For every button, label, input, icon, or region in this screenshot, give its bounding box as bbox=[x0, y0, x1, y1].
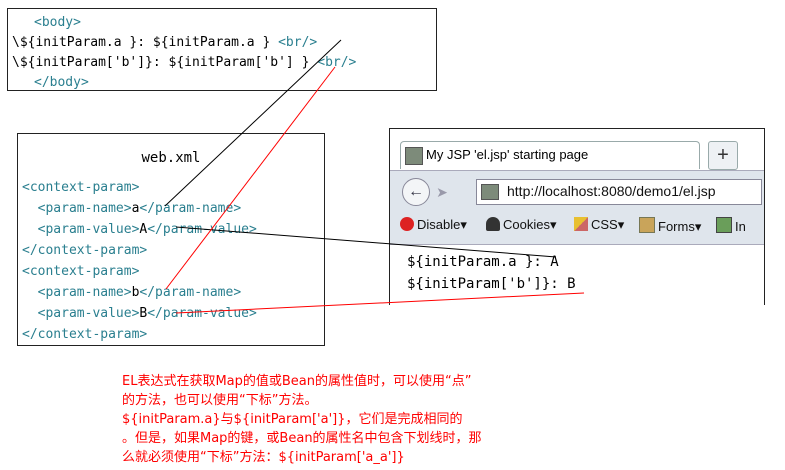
explanation-note: EL表达式在获取Map的值或Bean的属性值时，可以使用“点” 的方法，也可以使… bbox=[122, 372, 622, 467]
cookies-menu[interactable]: Cookies▾ bbox=[486, 217, 557, 233]
cookies-label: Cookies▾ bbox=[503, 217, 557, 232]
url-text: http://localhost:8080/demo1/el.jsp bbox=[507, 183, 716, 199]
xml-open-tag: <param-value> bbox=[22, 222, 140, 237]
note-line: EL表达式在获取Map的值或Bean的属性值时，可以使用“点” bbox=[122, 374, 472, 389]
xml-line: <param-name>b</param-name> bbox=[22, 283, 242, 303]
xml-value: A bbox=[139, 222, 148, 237]
connector-b-jsp-to-name bbox=[165, 66, 336, 290]
css-label: CSS▾ bbox=[591, 217, 625, 232]
xml-close-tag: </context-param> bbox=[22, 243, 148, 258]
xml-open-tag: <param-value> bbox=[22, 306, 140, 321]
forms-icon bbox=[639, 217, 655, 233]
xml-close-tag: </context-param> bbox=[22, 327, 148, 342]
jsp-expr-b: \${initParam['b']}: ${initParam['b'] } bbox=[12, 55, 310, 70]
xml-line: </context-param> bbox=[22, 325, 147, 345]
back-arrow-icon[interactable]: ← bbox=[402, 178, 430, 206]
note-line: 。但是，如果Map的键，或Bean的属性名中包含下划线时，那 bbox=[122, 431, 482, 446]
forms-label: Forms▾ bbox=[658, 219, 702, 234]
address-bar[interactable]: http://localhost:8080/demo1/el.jsp bbox=[476, 179, 762, 205]
xml-line: <context-param> bbox=[22, 262, 139, 282]
tab-title: My JSP 'el.jsp' starting page bbox=[426, 147, 589, 162]
xml-line: <context-param> bbox=[22, 178, 139, 198]
body-open-tag: <body> bbox=[34, 15, 81, 30]
jsp-code-box: <body> \${initParam.a }: ${initParam.a }… bbox=[7, 8, 437, 91]
jsp-line-a: \${initParam.a }: ${initParam.a } <br/> bbox=[12, 33, 317, 53]
new-tab-button[interactable]: + bbox=[708, 141, 738, 170]
xml-value: b bbox=[131, 285, 140, 300]
xml-open-tag: <context-param> bbox=[22, 264, 140, 279]
forms-menu[interactable]: Forms▾ bbox=[639, 217, 701, 235]
browser-window: My JSP 'el.jsp' starting page + ← ➤ http… bbox=[389, 128, 765, 305]
connector-b-value-to-output bbox=[175, 292, 585, 314]
xml-line: <param-value>B</param-value> bbox=[22, 304, 257, 324]
css-icon bbox=[574, 217, 588, 231]
web-xml-title: web.xml bbox=[141, 150, 201, 166]
br-tag: <br/> bbox=[317, 55, 357, 70]
xml-line: </context-param> bbox=[22, 241, 147, 261]
note-line: 的方法，也可以使用“下标”方法。 bbox=[122, 393, 318, 408]
cookies-icon bbox=[486, 217, 500, 231]
disable-label: Disable▾ bbox=[417, 217, 467, 232]
output-line-b: ${initParam['b']}: B bbox=[407, 276, 576, 292]
xml-line: <param-name>a</param-name> bbox=[22, 199, 242, 219]
xml-close-tag: </param-name> bbox=[139, 285, 242, 300]
navigation-bar: ← ➤ http://localhost:8080/demo1/el.jsp bbox=[390, 170, 764, 211]
tab-bar: My JSP 'el.jsp' starting page + bbox=[390, 129, 764, 170]
jsp-line-b: \${initParam['b']}: ${initParam['b'] } <… bbox=[12, 53, 356, 73]
images-label: In bbox=[735, 219, 746, 234]
xml-open-tag: <param-name> bbox=[22, 285, 132, 300]
body-close-tag: </body> bbox=[34, 75, 89, 90]
disable-icon bbox=[400, 217, 414, 231]
note-line: ${initParam.a}与${initParam['a']}，它们是完成相同… bbox=[122, 412, 463, 427]
xml-open-tag: <param-name> bbox=[22, 201, 132, 216]
forward-arrow-icon[interactable]: ➤ bbox=[436, 184, 448, 200]
xml-close-tag: </param-name> bbox=[139, 201, 242, 216]
web-xml-box: web.xml <context-param> <param-name>a</p… bbox=[17, 133, 325, 346]
site-icon bbox=[481, 184, 499, 200]
note-line: 么就必须使用“下标”方法：${initParam['a_a']} bbox=[122, 450, 405, 465]
xml-value: B bbox=[139, 306, 148, 321]
images-icon bbox=[716, 217, 732, 233]
browser-tab[interactable]: My JSP 'el.jsp' starting page bbox=[400, 141, 700, 169]
xml-open-tag: <context-param> bbox=[22, 180, 140, 195]
xml-value: a bbox=[131, 201, 140, 216]
page-favicon-icon bbox=[405, 147, 423, 165]
connector-a-value-to-output bbox=[175, 226, 557, 258]
page-content: ${initParam.a }: A ${initParam['b']}: B bbox=[390, 245, 764, 305]
jsp-expr-a: \${initParam.a }: ${initParam.a } bbox=[12, 35, 271, 50]
css-menu[interactable]: CSS▾ bbox=[574, 217, 624, 233]
br-tag: <br/> bbox=[278, 35, 318, 50]
web-developer-toolbar: Disable▾ Cookies▾ CSS▾ Forms▾ In bbox=[390, 210, 764, 245]
output-line-a: ${initParam.a }: A bbox=[407, 254, 559, 270]
disable-menu[interactable]: Disable▾ bbox=[400, 217, 467, 233]
images-menu[interactable]: In bbox=[716, 217, 746, 234]
xml-close-tag: </param-value> bbox=[147, 306, 257, 321]
connector-a-jsp-to-name bbox=[164, 39, 342, 207]
